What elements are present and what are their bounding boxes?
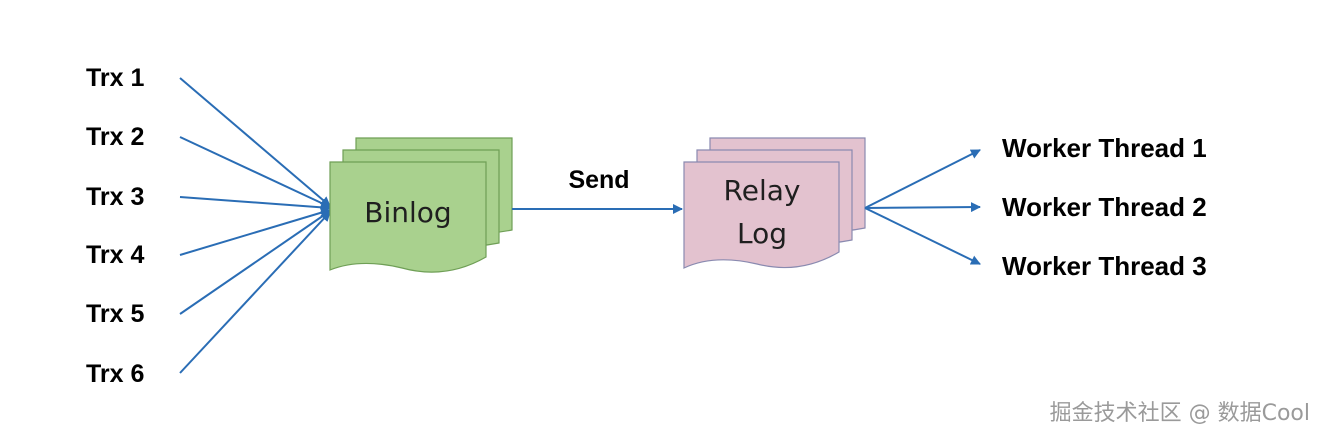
binlog-label: Binlog — [364, 196, 451, 229]
trx-arrow-6 — [179, 211, 331, 374]
worker-arrow-1 — [864, 149, 981, 209]
trx-label-1: Trx 1 — [86, 64, 144, 92]
send-label: Send — [568, 166, 629, 194]
trx-arrow-1 — [179, 77, 331, 207]
trx-label-5: Trx 5 — [86, 300, 144, 328]
worker-label-2: Worker Thread 2 — [1002, 192, 1207, 222]
relay-log-page-front — [683, 161, 840, 269]
worker-arrows — [864, 149, 981, 265]
trx-label-6: Trx 6 — [86, 360, 144, 388]
watermark-text: 掘金技术社区 @ 数据Cool — [1050, 401, 1310, 426]
trx-label-2: Trx 2 — [86, 123, 144, 151]
worker-arrow-3 — [864, 207, 981, 265]
relay-log-document-stack: Relay Log — [683, 137, 866, 269]
trx-arrow-2 — [179, 136, 331, 208]
relay-log-label-line2: Log — [737, 217, 787, 250]
worker-label-1: Worker Thread 1 — [1002, 133, 1207, 163]
worker-label-3: Worker Thread 3 — [1002, 251, 1207, 281]
trx-arrows — [179, 77, 331, 374]
worker-arrow-2 — [864, 202, 981, 213]
trx-arrow-3 — [179, 196, 331, 213]
trx-label-4: Trx 4 — [86, 241, 144, 269]
relay-log-label-line1: Relay — [724, 174, 801, 207]
trx-arrow-5 — [179, 210, 331, 315]
trx-arrow-4 — [179, 207, 331, 256]
binlog-document-stack: Binlog — [329, 137, 513, 273]
binlog-page-front — [329, 161, 487, 273]
trx-label-3: Trx 3 — [86, 183, 144, 211]
